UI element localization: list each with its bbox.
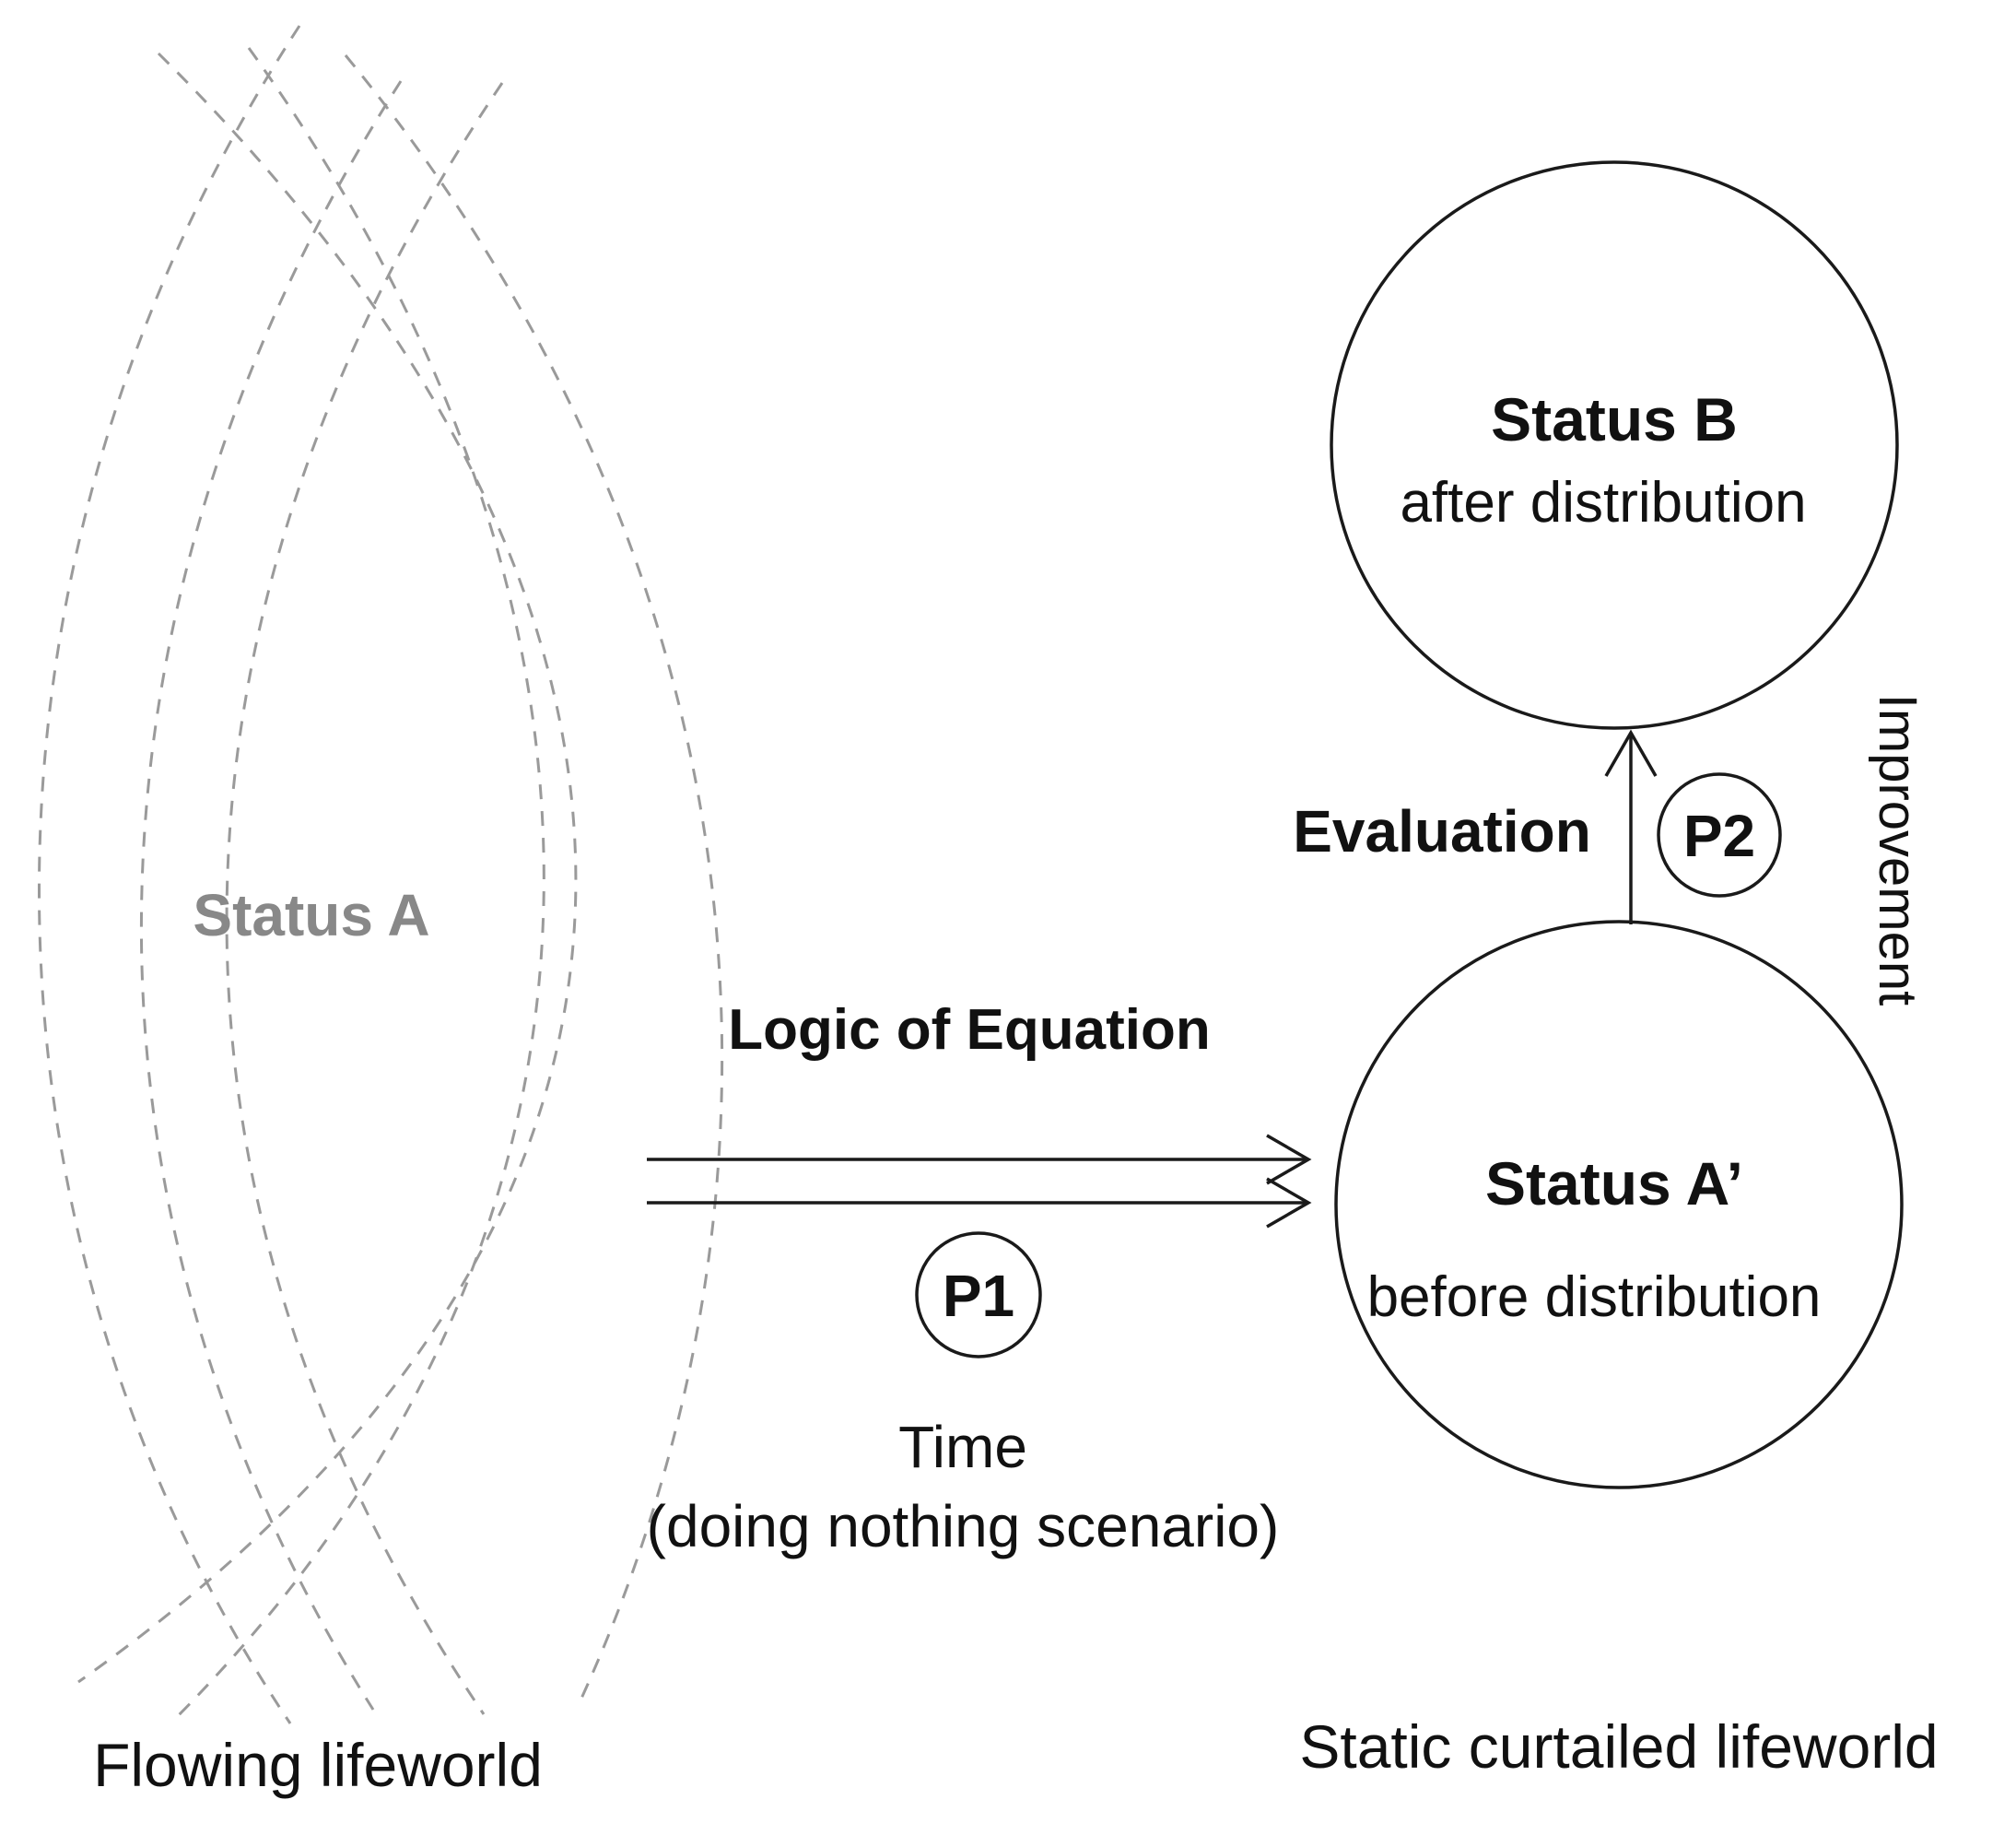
dashed-curve-3 [139,80,403,1711]
p1-circle [915,1231,1042,1358]
evaluation-label: Evaluation [1293,798,1591,864]
doing-nothing-caption: (doing nothing scenario) [647,1493,1280,1559]
flowing-lifeworld-caption: Flowing lifeworld [93,1731,543,1799]
p1-label: P1 [943,1263,1014,1329]
status-b-node: Status B after distribution [1330,160,1899,730]
status-a-label: Status A [193,882,429,948]
equation-double-arrow [647,1134,1312,1229]
dashed-curve-6 [344,54,724,1701]
p1-badge: P1 [915,1231,1042,1358]
time-caption: Time [898,1414,1027,1480]
status-b-subtitle: after distribution [1400,471,1806,535]
p2-badge: P2 [1657,772,1782,898]
arrow-upper-head [1266,1134,1312,1185]
dashed-curve-1 [38,25,301,1724]
dashed-curve-5 [225,82,504,1715]
status-a-prime-subtitle: before distribution [1367,1265,1822,1329]
improvement-label: Improvement [1868,694,1928,1006]
status-b-circle [1330,160,1899,730]
status-a-prime-circle [1334,920,1904,1489]
evaluation-arrow-head [1604,729,1658,777]
p2-label: P2 [1683,803,1755,869]
status-a-prime-title: Status A’ [1485,1149,1743,1217]
dashed-curve-4 [173,47,545,1721]
dashed-curve-2 [77,52,578,1684]
arrow-lower-head [1266,1177,1312,1229]
static-curtailed-lifeworld-caption: Static curtailed lifeworld [1299,1712,1938,1781]
flowing-lifeworld-curves [38,25,724,1724]
status-a-prime-node: Status A’ before distribution [1334,920,1904,1489]
p2-circle [1657,772,1782,898]
logic-of-equation-label: Logic of Equation [728,998,1211,1062]
evaluation-arrow [1604,729,1658,924]
status-b-title: Status B [1491,385,1738,453]
